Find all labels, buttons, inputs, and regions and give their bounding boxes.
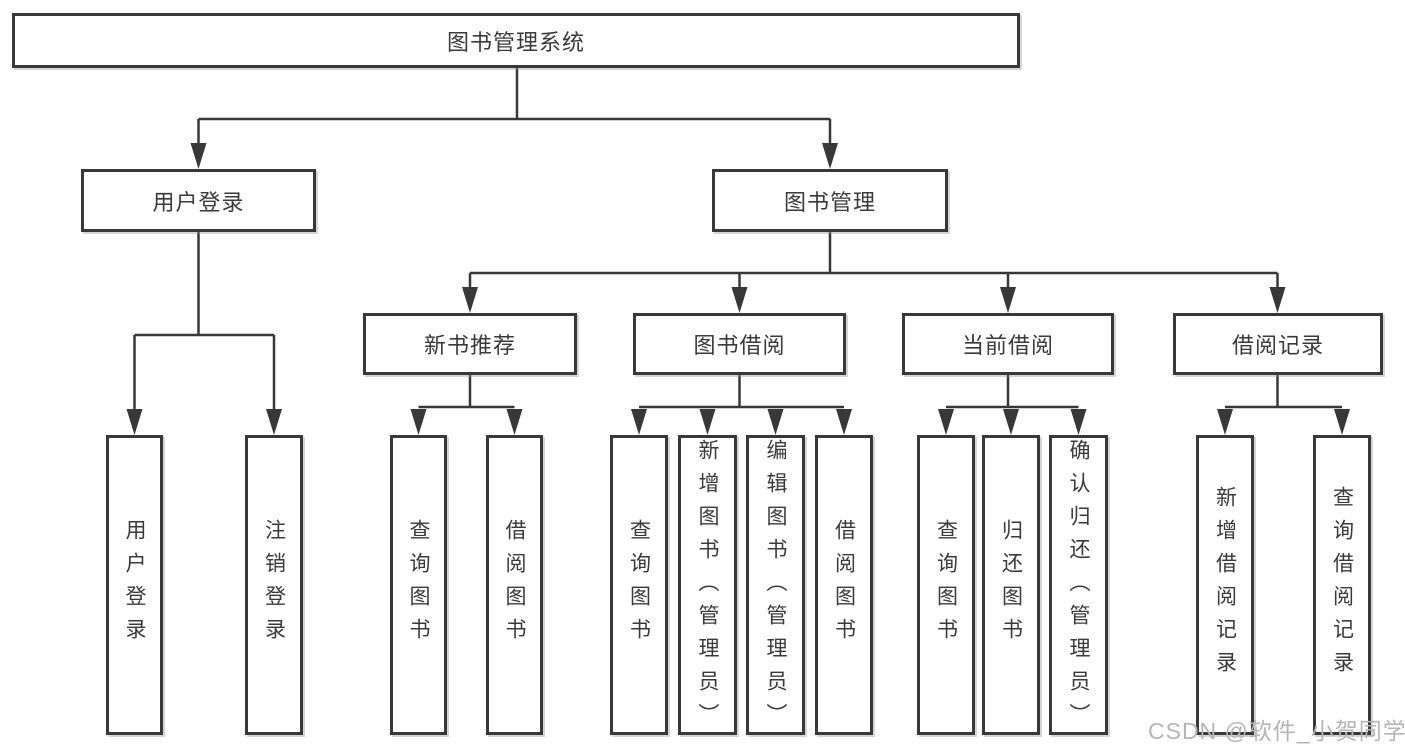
node-label: 用户登录	[152, 189, 245, 215]
leaf-label: 注销登录	[262, 519, 286, 651]
leaf-logout: 注销登录	[245, 435, 303, 735]
leaf-current-return-book: 归还图书	[982, 435, 1040, 735]
leaf-user-login: 用户登录	[106, 435, 163, 735]
leaf-current-query-book: 查询图书	[917, 435, 975, 735]
node-new-book-recommend: 新书推荐	[363, 313, 577, 375]
node-label: 当前借阅	[961, 333, 1054, 358]
leaf-label: 查询借阅记录	[1330, 486, 1354, 684]
leaf-record-add-borrow-record: 新增借阅记录	[1196, 435, 1254, 735]
node-library-management-system: 图书管理系统	[12, 13, 1020, 68]
leaf-borrow-borrow-book: 借阅图书	[815, 435, 873, 735]
leaf-label: 借阅图书	[832, 519, 856, 651]
node-book-borrow: 图书借阅	[633, 313, 846, 375]
tree-edges	[133, 68, 1342, 412]
node-book-management: 图书管理	[712, 169, 948, 232]
leaf-label: 新增借阅记录	[1213, 486, 1237, 684]
leaf-borrow-add-book-admin: 新增图书（管理员）	[678, 435, 737, 736]
leaf-record-query-borrow-record: 查询借阅记录	[1313, 435, 1371, 735]
leaf-label: 编辑图书（管理员）	[764, 439, 787, 736]
leaf-label: 确认归还（管理员）	[1067, 439, 1090, 736]
node-label: 图书管理	[783, 189, 876, 215]
leaf-borrow-edit-book-admin: 编辑图书（管理员）	[746, 435, 805, 736]
node-user-login: 用户登录	[81, 169, 316, 232]
leaf-borrow-query-book: 查询图书	[610, 435, 668, 735]
leaf-label: 归还图书	[999, 519, 1023, 651]
node-label: 新书推荐	[423, 333, 516, 358]
leaf-label: 查询图书	[407, 519, 430, 651]
leaf-label: 用户登录	[123, 519, 146, 651]
leaf-label: 查询图书	[627, 519, 651, 651]
leaf-label: 借阅图书	[503, 519, 526, 651]
node-label: 借阅记录	[1231, 333, 1324, 358]
leaf-recommend-borrow-book: 借阅图书	[486, 435, 543, 735]
node-label: 图书借阅	[693, 333, 786, 358]
node-current-borrow: 当前借阅	[902, 313, 1114, 375]
csdn-watermark: CSDN @软件_小贺同学	[1148, 718, 1405, 744]
node-borrow-record: 借阅记录	[1173, 313, 1383, 375]
leaf-current-confirm-return-admin: 确认归还（管理员）	[1049, 435, 1108, 736]
leaf-label: 查询图书	[934, 519, 958, 651]
leaf-label: 新增图书（管理员）	[696, 439, 719, 736]
node-label: 图书管理系统	[446, 29, 585, 55]
leaf-recommend-query-book: 查询图书	[390, 435, 447, 735]
arrowheads	[126, 143, 1350, 435]
